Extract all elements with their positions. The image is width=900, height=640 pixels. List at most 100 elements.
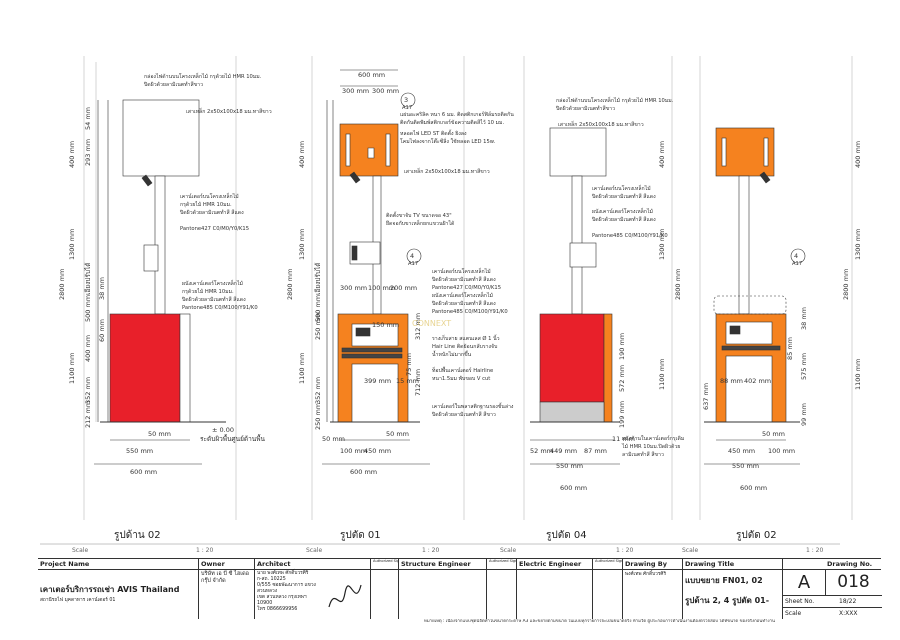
view-section-01 <box>311 56 465 520</box>
note-box2-s4: ปิดผิวด้วยลามิเนตทำสีขาว <box>556 105 615 112</box>
dim-400-s1: 400 mm <box>298 141 306 168</box>
tb-auth-label-3: Authorized Signature <box>593 559 622 570</box>
dim-15: 15 mm <box>396 377 419 385</box>
scale-label-4: Scale <box>682 547 698 554</box>
dim-300c: 300 mm <box>340 284 367 292</box>
note-pantone427: Pantone427 C0/M0/Y0/K15 <box>180 226 249 232</box>
note-base4: ไม้ HMR 10มม.ปิดผิวด้วย <box>621 442 680 450</box>
dim-600-s1b: 600 mm <box>350 468 377 476</box>
note-rail: รางเก็บสาย สแตนเลส Ø 1 นิ้ว <box>432 334 500 342</box>
tb-auth-label-1: Authorized Signature <box>371 559 398 570</box>
level-zero: ± 0.00 <box>212 426 234 434</box>
dim-88: 88 mm <box>720 377 743 385</box>
dim-100b: 100 mm <box>340 447 367 455</box>
view-title-4: รูปตัด 02 <box>736 530 777 541</box>
tb-architect: Architect นาย พงศ์เทพ ศักดิ์บวรศิริ ก-สถ… <box>254 559 370 619</box>
dim-2800-s4: 2800 mm <box>674 269 682 300</box>
scale-value-4: 1 : 20 <box>806 547 823 554</box>
dim-38: 38 mm <box>98 277 106 300</box>
scale-value-3: 1 : 20 <box>616 547 633 554</box>
dim-85: 85 mm <box>786 337 794 360</box>
mark-4: 4 <box>410 252 414 260</box>
dim-50-s1b: 50 mm <box>322 435 345 443</box>
tb-structure-hdr: Structure Engineer <box>399 559 486 570</box>
dim-600-s2: 600 mm <box>740 484 767 492</box>
note-top: ท็อปพื้นเคาน์เตอร์ Hairline <box>432 366 493 374</box>
dim-2800-s1: 2800 mm <box>286 269 294 300</box>
scale-label-3: Scale <box>500 547 516 554</box>
dim-50-s1: 50 mm <box>386 430 409 438</box>
dim-212: 212 mm <box>84 401 92 428</box>
note-pole-s1: เสาเหล็ก 2x50x100x18 มม.ทาสีขาว <box>404 167 490 175</box>
note-side-s4b: ปิดผิวด้วยลามิเนตทำสี สีแดง <box>592 216 656 223</box>
dim-200: 200 mm <box>390 284 417 292</box>
view-section-02 <box>699 56 853 520</box>
tb-scale-hdr: Scale <box>785 610 802 617</box>
tb-drawing-title: Drawing Title แบบขยาย FN01, 02 รูปด้าน 2… <box>682 559 782 619</box>
dim-500-adj: 500 mmเอียงปรับได้ <box>84 263 92 322</box>
dim-1100: 1100 mm <box>68 353 76 384</box>
tb-structure: Structure Engineer <box>398 559 486 619</box>
dim-300a: 300 mm <box>342 87 369 95</box>
note-side2: กรุด้วยไม้ HMR 10มม. <box>182 287 234 295</box>
view-title-2: รูปตัด 01 <box>340 530 381 541</box>
dim-500-s1: 500 mmเอียงปรับได้ <box>314 263 322 322</box>
tb-auth-3: Authorized Signature <box>592 559 622 619</box>
view-section-01-text: 600 mm 300 mm 300 mm 3 A17 4 A17 300 mm … <box>286 71 514 476</box>
dim-312: 312 mm <box>414 313 422 340</box>
dim-449: 449 mm <box>550 447 577 455</box>
view-section-02-text: 4 A17 402 mm 88 mm 50 mm 450 mm 100 mm 5… <box>702 141 862 492</box>
dim-402: 402 mm <box>744 377 771 385</box>
note-rail3: น้ำหนักไม่มากขึ้น <box>432 350 472 358</box>
view-titles: รูปด้าน 02 Scale 1 : 20 รูปตัด 01 Scale … <box>40 529 840 554</box>
note-led2: โคมไฟลงจากโต๊ะซีลิ่ง ใช้หลอด LED 15w. <box>400 137 496 145</box>
note-pantone485-s4: Pantone485 C0/M100/Y91/K0 <box>592 233 668 239</box>
dim-100a: 100 mm <box>368 284 395 292</box>
dim-52: 52 mm <box>530 447 553 455</box>
note-box2: ปิดผิวด้วยลามิเนตทำสีขาว <box>144 81 203 88</box>
view-title-3: รูปตัด 04 <box>546 530 587 541</box>
note-counter-s1: เคาน์เตอร์บนโครงเหล็กไม้ <box>432 267 491 275</box>
dim-38-s2: 38 mm <box>800 307 808 330</box>
tb-auth-label-2: Authorized Signature <box>487 559 516 570</box>
dim-600-s4: 600 mm <box>560 484 587 492</box>
tb-drawing-no-hdr: Drawing No. <box>825 559 881 570</box>
dim-11: 11 mm <box>612 435 635 443</box>
dim-450: 450 mm <box>364 447 391 455</box>
note-base5: ลามิเนตทำสี สีขาว <box>622 451 664 458</box>
dim-1100-s2: 1100 mm <box>854 359 862 390</box>
tb-owner-hdr: Owner <box>199 559 254 570</box>
note-base2: ปิดผิวด้วยลามิเนตทำสี สีขาว <box>432 411 496 418</box>
tb-sheet-hdr: Sheet No. <box>785 598 815 605</box>
view-title-1: รูปด้าน 02 <box>114 529 161 541</box>
tb-drawing-title-hdr: Drawing Title <box>683 559 782 570</box>
dim-399: 399 mm <box>364 377 391 385</box>
tb-project: Project Name เคาเตอร์บริการรถเช่า AVIS T… <box>38 559 198 619</box>
tb-drawing-by-hdr: Drawing By <box>623 559 682 570</box>
dim-637: 637 mm <box>702 383 710 410</box>
dim-87: 87 mm <box>584 447 607 455</box>
note-box: กล่องไฟด้านบนโครงเหล็กไม้ กรุด้วยไม้ HMR… <box>144 72 262 80</box>
note-base: เคาน์เตอร์ในพลาสติกฐานรองชั้นล่าง <box>432 402 514 410</box>
tb-drawing-title-2: รูปด้าน 2, 4 รูปตัด 01- <box>685 596 770 605</box>
note-led: หลอดไฟ LED ST ติดตั้ง ยิงลง <box>400 129 467 137</box>
tb-sheet-letter: A <box>783 569 826 596</box>
watermark: CONNEXT <box>412 319 451 328</box>
tb-drawing-no: Drawing No. A 018 Sheet No. 18/22 Scale … <box>782 559 882 620</box>
dim-575: 575 mm <box>800 353 808 380</box>
dim-550-s4: 550 mm <box>556 462 583 470</box>
note-pole-s4: เสาเหล็ก 2x50x100x18 มม.ทาสีขาว <box>558 120 644 128</box>
dim-1300-s4: 1300 mm <box>658 229 666 260</box>
tb-scale-row: Scale X:XXX <box>783 607 882 620</box>
tb-sheet-no: 18/22 <box>839 598 857 605</box>
note-pantone485: Pantone485 C0/M100/Y91/K0 <box>182 305 258 311</box>
dim-199: 199 mm <box>618 401 626 428</box>
mark-4-s2: 4 <box>794 252 798 260</box>
note-rail2: Hair Line ติดย้อนกลับรางจับ <box>432 343 497 350</box>
tb-project-sub: สถานีรถไฟ มุคดาหาร เคาน์เตอร์ 01 <box>40 598 116 603</box>
dim-1300: 1300 mm <box>68 229 76 260</box>
tb-scale-value: X:XXX <box>839 610 858 617</box>
tb-drawing-by-name: พงศ์เทพ ศักดิ์บวรศิริ <box>625 572 667 577</box>
mark-a17b: A17 <box>408 261 418 267</box>
